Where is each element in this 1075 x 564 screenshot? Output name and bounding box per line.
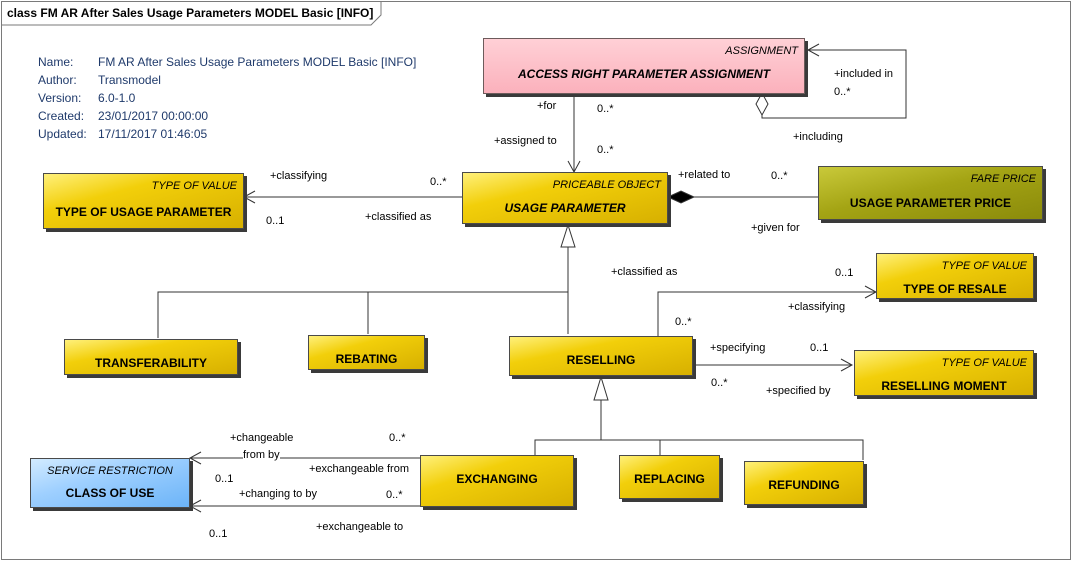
version-value: 6.0-1.0: [98, 91, 136, 105]
generalization-transfer-line: [157, 291, 568, 338]
stereotype-label: ASSIGNMENT: [725, 45, 798, 57]
class-name: RESELLING MOMENT: [881, 379, 1007, 393]
label-assigned-to: +assigned to: [494, 135, 557, 147]
class-name: REPLACING: [634, 472, 705, 486]
label-specifying: +specifying: [710, 342, 766, 354]
label-classifying: +classifying: [270, 170, 328, 182]
stereotype-label: TYPE OF VALUE: [941, 357, 1027, 369]
class-refunding[interactable]: REFUNDING: [744, 461, 864, 505]
stereotype-label: PRICEABLE OBJECT: [552, 179, 661, 191]
class-name: RESELLING: [566, 353, 636, 367]
exchange-from-arrow: [188, 451, 202, 465]
generalization-triangle-usage: [560, 223, 576, 248]
author-label: Author:: [38, 73, 77, 87]
class-usage-parameter-price[interactable]: FARE PRICE USAGE PARAMETER PRICE: [818, 166, 1043, 220]
label-from-mult: 0..1: [215, 473, 234, 485]
stereotype-label: SERVICE RESTRICTION: [47, 465, 173, 477]
class-type-of-usage-parameter[interactable]: TYPE OF VALUE TYPE OF USAGE PARAMETER: [43, 173, 244, 229]
name-value: FM AR After Sales Usage Parameters MODEL…: [98, 55, 417, 69]
class-rebating[interactable]: REBATING: [308, 335, 425, 370]
author-value: Transmodel: [98, 73, 161, 87]
aggregation-diamond: [755, 91, 769, 117]
label-resale-classifying: +classifying: [788, 301, 846, 313]
label-changing-to-by: +changing to by: [239, 488, 317, 500]
label-related-to: +related to: [678, 169, 731, 181]
reselling-moment-arrow: [840, 358, 854, 372]
version-label: Version:: [38, 91, 82, 105]
class-name: EXCHANGING: [456, 472, 538, 486]
class-name: CLASS OF USE: [65, 486, 155, 500]
label-exchangeable-to: +exchangeable to: [316, 521, 404, 533]
class-replacing[interactable]: REPLACING: [619, 455, 720, 499]
class-usage-parameter[interactable]: PRICEABLE OBJECT USAGE PARAMETER: [462, 172, 668, 224]
label-changeable-mult: 0..*: [389, 432, 406, 444]
diagram-title-tab: class FM AR After Sales Usage Parameters…: [1, 1, 382, 26]
label-from-by: from by: [243, 449, 280, 461]
class-name: ACCESS RIGHT PARAMETER ASSIGNMENT: [517, 67, 770, 81]
label-including: +including: [793, 131, 843, 143]
label-classified-mult: 0..1: [266, 215, 285, 227]
label-for-mult: 0..*: [597, 103, 614, 115]
reselling-resale-line: [657, 291, 876, 336]
class-name: USAGE PARAMETER PRICE: [849, 196, 1012, 210]
label-related-mult: 0..*: [771, 170, 788, 182]
class-reselling-moment[interactable]: TYPE OF VALUE RESELLING MOMENT: [854, 350, 1034, 396]
class-access-right-parameter-assignment[interactable]: ASSIGNMENT ACCESS RIGHT PARAMETER ASSIGN…: [483, 38, 805, 94]
label-changing-mult: 0..*: [386, 489, 403, 501]
usage-type-arrow: [242, 190, 256, 204]
label-changeable: +changeable: [230, 432, 294, 444]
diagram-title: class FM AR After Sales Usage Parameters…: [7, 6, 374, 20]
class-name: TYPE OF USAGE PARAMETER: [55, 205, 232, 219]
generalization-triangle-reselling: [593, 375, 609, 401]
name-label: Name:: [38, 55, 74, 69]
class-name: REBATING: [335, 352, 398, 366]
label-to-mult: 0..1: [209, 528, 228, 540]
label-specified-by-mult: 0..*: [711, 377, 728, 389]
created-label: Created:: [38, 109, 85, 123]
class-name: USAGE PARAMETER: [504, 201, 626, 215]
class-reselling[interactable]: RESELLING: [509, 336, 693, 376]
class-transferability[interactable]: TRANSFERABILITY: [64, 339, 238, 375]
metadata-block: Name: FM AR After Sales Usage Parameters …: [38, 53, 416, 143]
exchange-to-arrow: [188, 499, 202, 513]
label-exchangeable-from: +exchangeable from: [309, 463, 409, 475]
label-resale-mult-2: 0..*: [675, 316, 692, 328]
updated-value: 17/11/2017 01:46:05: [98, 127, 208, 141]
label-for: +for: [537, 100, 557, 112]
label-given-for: +given for: [751, 222, 800, 234]
class-type-of-resale[interactable]: TYPE OF VALUE TYPE OF RESALE: [876, 253, 1034, 299]
label-classifying-mult: 0..*: [430, 176, 447, 188]
class-name: TYPE OF RESALE: [903, 282, 1007, 296]
self-association-arrow: [806, 43, 820, 57]
label-specifying-mult: 0..1: [810, 342, 829, 354]
label-resale-mult-1: 0..1: [835, 267, 854, 279]
label-included-mult: 0..*: [834, 86, 851, 98]
stereotype-label: TYPE OF VALUE: [941, 260, 1027, 272]
class-name: TRANSFERABILITY: [95, 356, 207, 370]
updated-label: Updated:: [38, 127, 87, 141]
label-specified-by: +specified by: [766, 385, 831, 397]
label-assigned-mult: 0..*: [597, 144, 614, 156]
label-classified-as: +classified as: [365, 211, 432, 223]
generalization-subtypes-line: [534, 439, 864, 460]
class-name: REFUNDING: [768, 478, 840, 492]
label-resale-classified-as: +classified as: [611, 266, 678, 278]
class-exchanging[interactable]: EXCHANGING: [420, 455, 574, 507]
composition-diamond: [666, 190, 696, 204]
label-included-in: +included in: [834, 68, 894, 80]
stereotype-label: FARE PRICE: [970, 173, 1036, 185]
title-tab-shape: [1, 1, 382, 26]
stereotype-label: TYPE OF VALUE: [151, 180, 237, 192]
created-value: 23/01/2017 00:00:00: [98, 109, 209, 123]
class-class-of-use[interactable]: SERVICE RESTRICTION CLASS OF USE: [30, 458, 190, 508]
